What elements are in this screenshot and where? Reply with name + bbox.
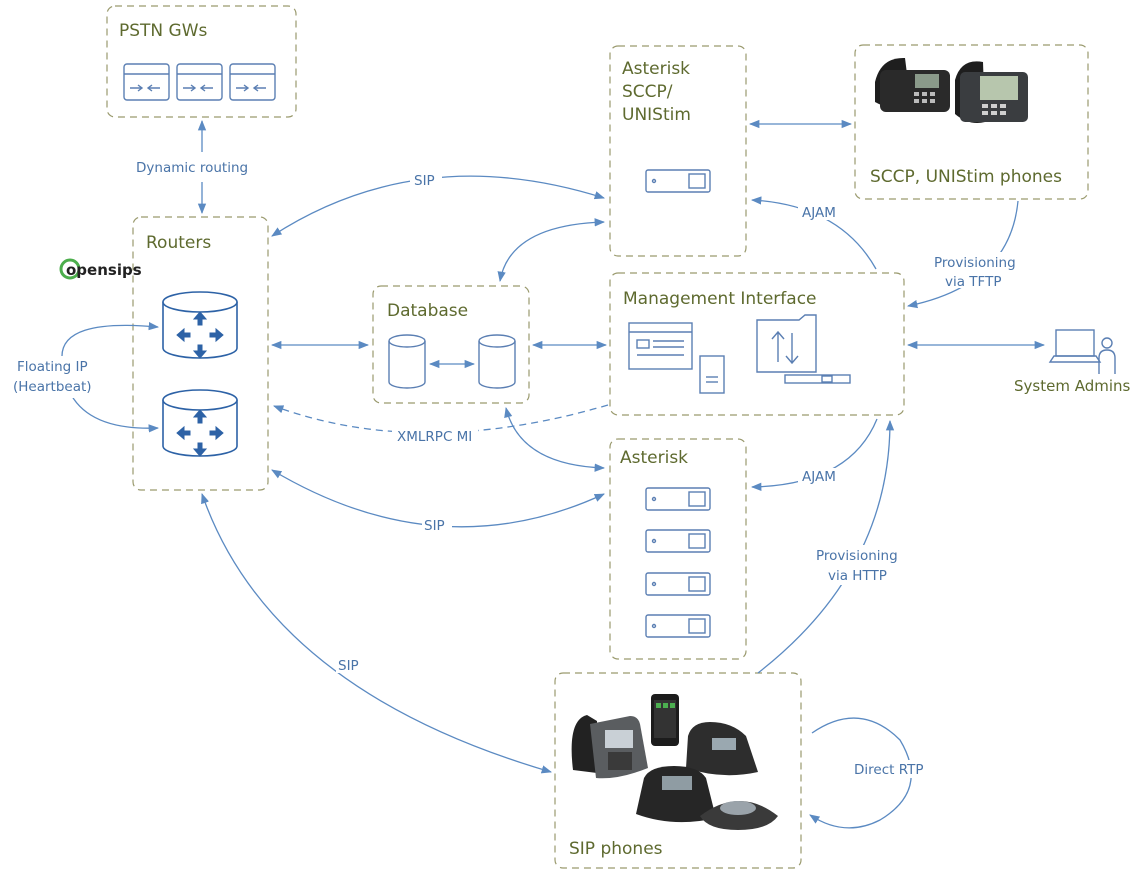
- ajam-top-connector: AJAM: [750, 196, 877, 270]
- management-interface-box: Management Interface: [609, 272, 905, 416]
- sccp-phones-box: SCCP, UNIStim phones: [854, 44, 1089, 200]
- sip-bottom-connector: SIP: [201, 493, 552, 774]
- database-cylinder-icon: [388, 334, 426, 389]
- asterisk-sccp-title-line-3: UNIStim: [622, 105, 691, 125]
- desk-phone-icon: [955, 61, 1028, 123]
- dynamic-routing-label: Dynamic routing: [136, 160, 248, 176]
- sip-top-connector: SIP: [271, 172, 605, 237]
- laptop-icon: [1048, 329, 1102, 363]
- pstn-gws-box: PSTN GWs: [106, 5, 297, 118]
- router-icon: [162, 291, 238, 359]
- sccp-phones-title: SCCP, UNIStim phones: [870, 167, 1062, 187]
- routers-box: Routers: [132, 216, 269, 491]
- ajam-bottom-label: AJAM: [802, 469, 836, 485]
- dynamic-routing-connector: Dynamic routing: [136, 119, 248, 215]
- sip-phones-title: SIP phones: [569, 839, 663, 859]
- opensips-logo: opensips: [59, 258, 142, 280]
- asterisk-title: Asterisk: [620, 448, 688, 468]
- provisioning-tftp-connector: Provisioning via TFTP: [906, 200, 1024, 309]
- direct-rtp-label: Direct RTP: [854, 762, 924, 778]
- sip-middle-label: SIP: [424, 518, 445, 534]
- gateway-icon: [229, 63, 276, 101]
- desk-phone-icon: [636, 766, 716, 823]
- server-icon: [645, 614, 711, 638]
- router-icon: [162, 389, 238, 457]
- gateway-icon: [176, 63, 223, 101]
- desk-phone-icon: [571, 715, 648, 779]
- mobile-phone-icon: [651, 694, 679, 746]
- xmlrpc-label: XMLRPC MI: [397, 429, 472, 445]
- web-server-icon: [628, 322, 725, 394]
- provisioning-http-connector: Provisioning via HTTP: [757, 419, 908, 674]
- sip-phones-box: SIP phones: [554, 672, 802, 869]
- floating-ip-label-line-1: Floating IP: [17, 359, 88, 375]
- db-asterisk-sccp-connector: [497, 218, 606, 283]
- gateway-icon: [123, 63, 170, 101]
- transfer-icon: [756, 314, 851, 384]
- system-admins-label: System Admins: [1014, 377, 1131, 395]
- server-icon: [645, 529, 711, 553]
- desk-phone-icon: [686, 722, 758, 776]
- database-box: Database: [372, 285, 530, 404]
- desk-phone-icon: [875, 57, 950, 112]
- system-admins-node: System Admins: [1014, 329, 1131, 395]
- provisioning-tftp-label-line-2: via TFTP: [945, 274, 1001, 290]
- direct-rtp-connector: Direct RTP: [809, 717, 936, 829]
- routers-title: Routers: [146, 233, 211, 253]
- server-icon: [645, 487, 711, 511]
- opensips-logo-text: opensips: [66, 261, 142, 279]
- floating-ip-label-line-2: (Heartbeat): [13, 379, 92, 395]
- sip-middle-connector: SIP: [271, 469, 605, 534]
- asterisk-sccp-title-line-1: Asterisk: [622, 59, 690, 79]
- provisioning-tftp-label-line-1: Provisioning: [934, 255, 1016, 271]
- conference-phone-icon: [700, 801, 778, 830]
- sip-top-label: SIP: [414, 173, 435, 189]
- asterisk-sccp-box: Asterisk SCCP/ UNIStim: [609, 45, 747, 257]
- db-asterisk-connector: [504, 406, 606, 472]
- ajam-top-label: AJAM: [802, 205, 836, 221]
- ajam-bottom-connector: AJAM: [750, 418, 878, 491]
- database-title: Database: [387, 301, 468, 321]
- provisioning-http-label-line-2: via HTTP: [828, 568, 887, 584]
- management-title: Management Interface: [623, 289, 817, 309]
- provisioning-http-label-line-1: Provisioning: [816, 548, 898, 564]
- pstn-gws-title: PSTN GWs: [119, 21, 208, 41]
- asterisk-sccp-title-line-2: SCCP/: [622, 82, 673, 102]
- server-icon: [645, 572, 711, 596]
- database-cylinder-icon: [478, 334, 516, 389]
- server-icon: [645, 169, 711, 193]
- floating-ip-connector: Floating IP (Heartbeat): [10, 322, 160, 433]
- user-icon: [1098, 337, 1116, 374]
- xmlrpc-connector: XMLRPC MI: [273, 404, 609, 445]
- asterisk-box: Asterisk: [609, 438, 747, 660]
- sip-bottom-label: SIP: [338, 658, 359, 674]
